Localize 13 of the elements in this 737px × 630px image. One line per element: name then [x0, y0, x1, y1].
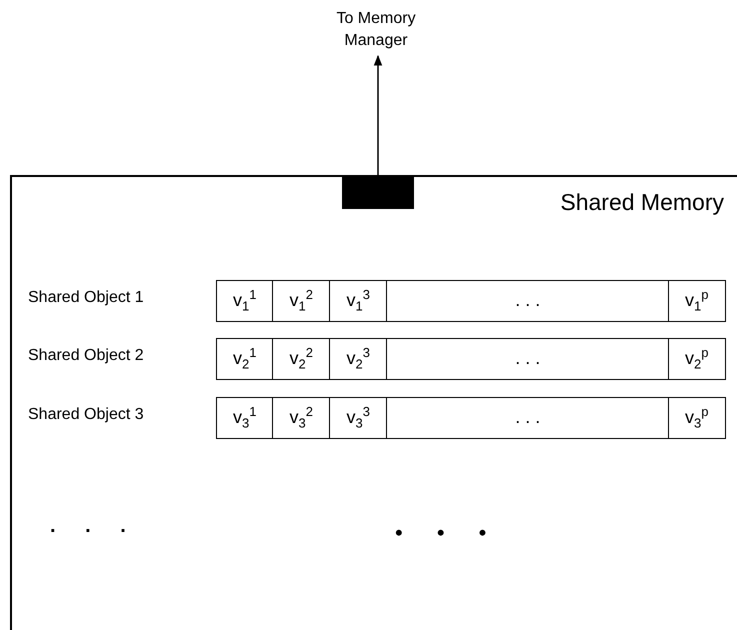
ellipsis: • • • — [395, 520, 500, 546]
ellipsis-cell: . . . — [386, 280, 670, 322]
port-block — [342, 175, 414, 209]
region-title: Shared Memory — [560, 189, 724, 216]
destination-label: To Memory Manager — [316, 8, 436, 54]
arrow — [374, 54, 382, 175]
ellipsis: . . . — [50, 515, 138, 538]
memory-region — [10, 175, 737, 630]
row-label: Shared Object 2 — [28, 347, 144, 365]
ellipsis-cell: . . . — [386, 338, 670, 380]
row-label: Shared Object 1 — [28, 289, 144, 307]
ellipsis-cell: . . . — [386, 397, 670, 438]
row-label: Shared Object 3 — [28, 406, 144, 424]
